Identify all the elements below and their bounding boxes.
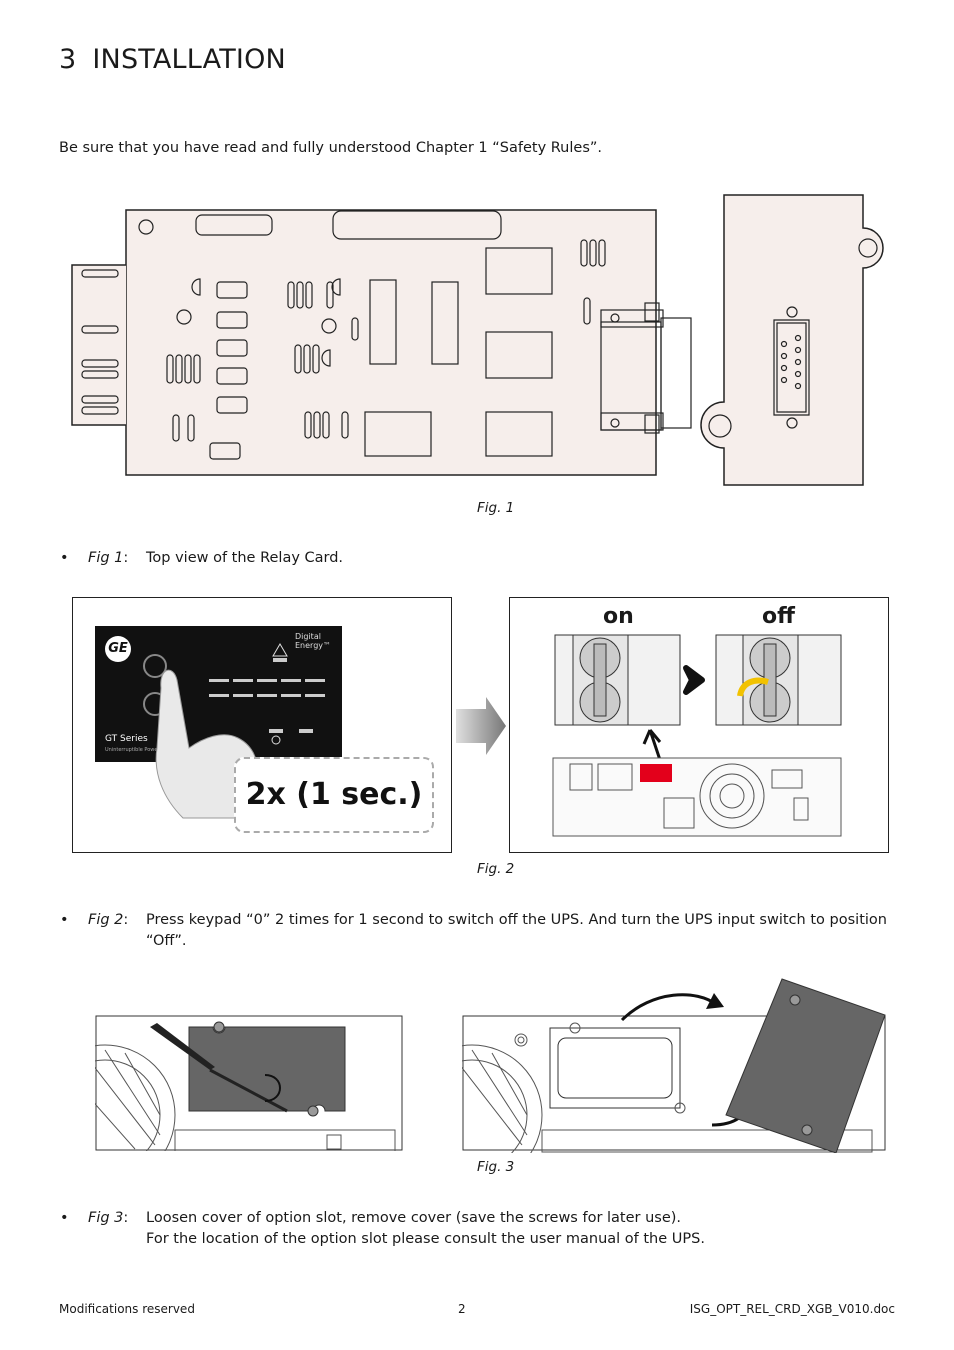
bullet-fig1: • Fig 1: Top view of the Relay Card.: [60, 548, 890, 570]
footer-left: Modifications reserved: [59, 1302, 195, 1316]
arrow-right-icon: [456, 697, 506, 755]
loosen-screw-figure: [95, 1015, 403, 1151]
figure-caption-2: Fig. 2: [477, 861, 515, 877]
input-switch-diagram: [552, 634, 842, 837]
figure-caption-1: Fig. 1: [477, 500, 515, 516]
bullet-tag: Fig 1:: [88, 550, 129, 566]
press-callout: 2x (1 sec.): [234, 757, 434, 833]
relay-card-figure: [71, 194, 884, 486]
section-title: INSTALLATION: [92, 44, 286, 75]
bullet-text: Loosen cover of option slot, remove cove…: [146, 1210, 705, 1247]
switch-panel: on off: [509, 597, 889, 853]
bullet-tag: Fig 2:: [88, 912, 129, 928]
bullet-text: Press keypad “0” 2 times for 1 second to…: [146, 912, 887, 949]
bullet-fig3: • Fig 3: Loosen cover of option slot, re…: [60, 1208, 890, 1252]
bullet-dot: •: [60, 1210, 69, 1226]
series-text: GT Series: [105, 734, 148, 744]
ups-display-panel: GE Digital Energy™ GT Series Uninterrupt…: [95, 626, 342, 762]
label-on: on: [603, 604, 634, 629]
bullet-dot: •: [60, 912, 69, 928]
hand-pointer-icon: [155, 669, 259, 819]
section-heading: 3 INSTALLATION: [59, 44, 286, 75]
remove-cover-figure: [462, 978, 886, 1153]
bullet-dot: •: [60, 550, 69, 566]
intro-text: Be sure that you have read and fully und…: [59, 140, 602, 156]
keypad-panel: GE Digital Energy™ GT Series Uninterrupt…: [72, 597, 452, 853]
section-number: 3: [59, 44, 77, 75]
bullet-tag: Fig 3:: [88, 1210, 129, 1226]
ge-logo: GE: [105, 636, 131, 662]
figure-caption-3: Fig. 3: [477, 1159, 515, 1175]
footer-right: ISG_OPT_REL_CRD_XGB_V010.doc: [689, 1302, 895, 1316]
page-number: 2: [458, 1302, 466, 1316]
series-subtext: Uninterruptible Power: [105, 747, 160, 753]
bullet-text: Top view of the Relay Card.: [146, 550, 344, 566]
bullet-fig2: • Fig 2: Press keypad “0” 2 times for 1 …: [60, 910, 890, 954]
label-off: off: [762, 604, 795, 629]
brand-text: Digital Energy™: [295, 632, 332, 650]
